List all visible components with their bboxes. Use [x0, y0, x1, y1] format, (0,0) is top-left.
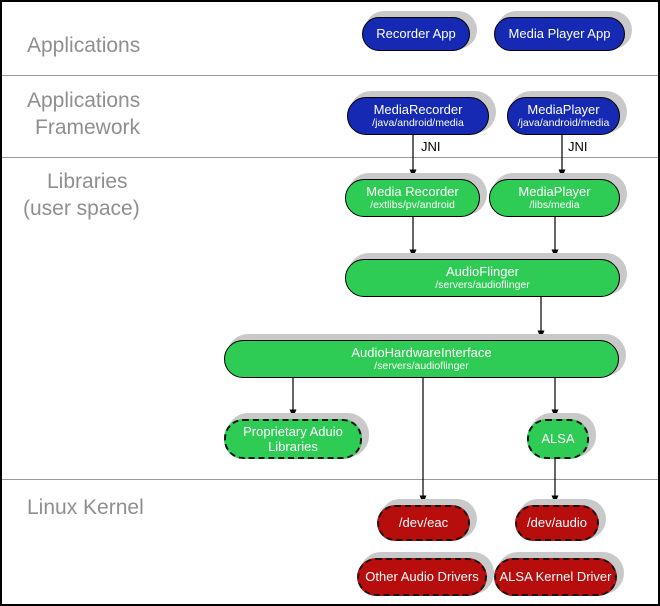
layer-label-linux-kernel: Linux Kernel — [27, 494, 144, 521]
node-subtitle: /servers/audioflinger — [374, 360, 469, 373]
node-title: AudioHardwareInterface — [351, 345, 492, 361]
node-subtitle: /servers/audioflinger — [435, 279, 530, 292]
node-mediaplayer-lib: MediaPlayer /libs/media — [489, 179, 620, 217]
divider-applications — [2, 75, 658, 76]
layer-label-text: (user space) — [23, 197, 140, 220]
divider-framework — [2, 157, 658, 158]
node-title: Proprietary Aduio — [243, 423, 343, 439]
node-subtitle: /extlibs/pv/android — [370, 199, 455, 212]
node-subtitle: /libs/media — [529, 199, 580, 212]
node-recorder-app: Recorder App — [362, 17, 470, 51]
node-mediarecorder-framework: MediaRecorder /java/android/media — [347, 97, 489, 135]
node-audio-hardware-interface: AudioHardwareInterface /servers/audiofli… — [224, 340, 619, 378]
layer-label-libraries: Libraries (user space) — [23, 168, 140, 222]
node-title: MediaPlayer — [527, 102, 600, 118]
node-title: /dev/audio — [527, 515, 587, 531]
node-media-recorder-lib: Media Recorder /extlibs/pv/android — [345, 179, 480, 217]
node-title: /dev/eac — [398, 515, 449, 531]
divider-kernel — [2, 479, 658, 480]
node-title: Recorder App — [376, 26, 456, 42]
layer-label-text: Linux Kernel — [27, 496, 144, 519]
node-title: Other Audio Drivers — [365, 569, 479, 585]
node-title: MediaRecorder — [373, 102, 463, 118]
node-title: Media Recorder — [366, 184, 459, 200]
node-title: ALSA Kernel Driver — [499, 569, 612, 585]
layer-label-applications: Applications — [27, 32, 140, 59]
node-mediaplayer-framework: MediaPlayer /java/android/media — [507, 97, 620, 135]
node-title: Media Player App — [508, 26, 611, 42]
layer-label-text: Applications — [27, 34, 141, 57]
layer-label-applications-framework: Applications Framework — [27, 87, 140, 141]
node-subtitle: /java/android/media — [372, 117, 464, 130]
layer-label-text: Applications — [27, 89, 141, 112]
node-title: MediaPlayer — [518, 184, 591, 200]
node-proprietary-audio-libraries: Proprietary Aduio Libraries — [224, 419, 362, 459]
layer-label-text: Framework — [35, 116, 141, 139]
node-alsa: ALSA — [527, 419, 589, 459]
node-other-audio-drivers: Other Audio Drivers — [357, 558, 487, 596]
jni-label-right: JNI — [568, 139, 588, 154]
layer-label-text: Libraries — [47, 170, 128, 193]
node-alsa-kernel-driver: ALSA Kernel Driver — [494, 558, 617, 596]
node-dev-audio: /dev/audio — [515, 505, 599, 541]
node-title: ALSA — [541, 431, 575, 447]
node-title: AudioFlinger — [446, 264, 519, 280]
node-audioflinger: AudioFlinger /servers/audioflinger — [345, 259, 620, 297]
node-subtitle: /java/android/media — [517, 117, 610, 130]
jni-label-left: JNI — [421, 139, 441, 154]
node-title-line2: Libraries — [268, 439, 318, 454]
node-media-player-app: Media Player App — [494, 17, 625, 51]
node-dev-eac: /dev/eac — [377, 505, 470, 541]
